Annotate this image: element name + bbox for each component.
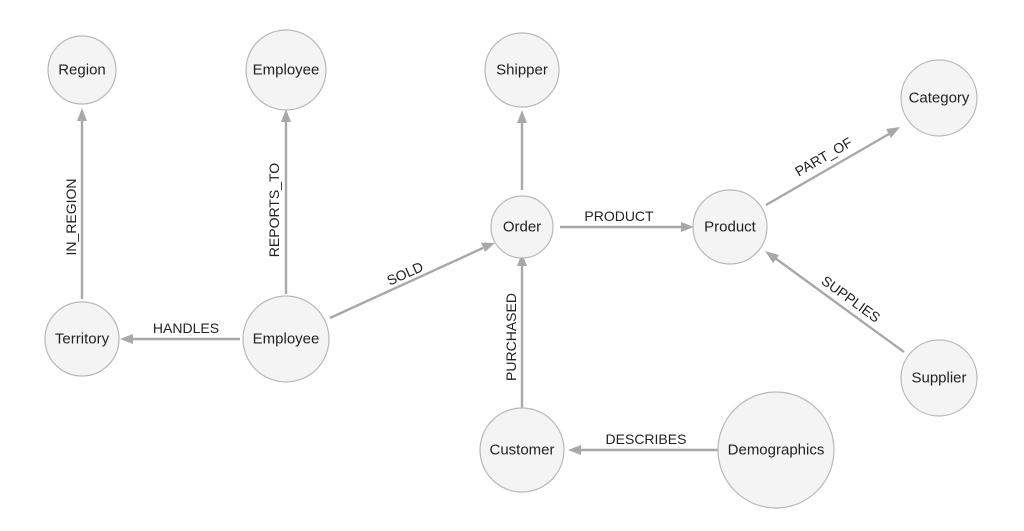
node-label-customer: Customer xyxy=(489,442,554,459)
nodes: Region Employee Shipper Category Territo… xyxy=(44,29,978,509)
edge-purchased[interactable]: PURCHASED xyxy=(503,253,527,408)
edge-ships[interactable] xyxy=(517,110,527,190)
edge-supplies[interactable]: SUPPLIES xyxy=(765,251,905,353)
edge-label-reports-to: REPORTS_TO xyxy=(266,163,282,258)
node-label-supplier: Supplier xyxy=(911,370,966,387)
node-supplier[interactable]: Supplier xyxy=(900,339,978,417)
edge-label-purchased: PURCHASED xyxy=(503,293,519,381)
node-label-product: Product xyxy=(704,219,757,236)
node-label-employee: Employee xyxy=(253,331,320,348)
node-category[interactable]: Category xyxy=(900,59,978,137)
node-demographics[interactable]: Demographics xyxy=(717,391,835,509)
edge-label-handles: HANDLES xyxy=(153,320,219,336)
edge-label-supplies: SUPPLIES xyxy=(819,272,884,325)
edge-describes[interactable]: DESCRIBES xyxy=(568,431,718,455)
edge-handles[interactable]: HANDLES xyxy=(120,320,240,344)
node-label-shipper: Shipper xyxy=(496,62,548,79)
node-territory[interactable]: Territory xyxy=(44,301,120,377)
node-region[interactable]: Region xyxy=(47,35,117,105)
node-label-category: Category xyxy=(909,90,970,107)
node-employee[interactable]: Employee xyxy=(242,295,330,383)
node-order[interactable]: Order xyxy=(490,195,554,259)
edge-label-product: PRODUCT xyxy=(584,208,654,224)
edge-reports-to[interactable]: REPORTS_TO xyxy=(266,109,291,294)
node-label-demographics: Demographics xyxy=(728,442,825,459)
edge-in-region[interactable]: IN_REGION xyxy=(63,108,87,299)
node-product[interactable]: Product xyxy=(692,189,768,265)
node-label-order: Order xyxy=(503,219,541,236)
node-label-territory: Territory xyxy=(55,331,110,348)
edge-label-describes: DESCRIBES xyxy=(606,431,687,447)
node-employee-top[interactable]: Employee xyxy=(245,29,327,111)
node-customer[interactable]: Customer xyxy=(479,407,565,493)
node-shipper[interactable]: Shipper xyxy=(484,32,560,108)
edge-sold[interactable]: SOLD xyxy=(329,242,495,320)
edge-label-in-region: IN_REGION xyxy=(63,178,79,255)
node-label-region: Region xyxy=(58,62,106,79)
edge-part-of[interactable]: PART_OF xyxy=(765,127,900,207)
edge-product[interactable]: PRODUCT xyxy=(560,208,694,232)
node-label-employee-top: Employee xyxy=(253,62,320,79)
